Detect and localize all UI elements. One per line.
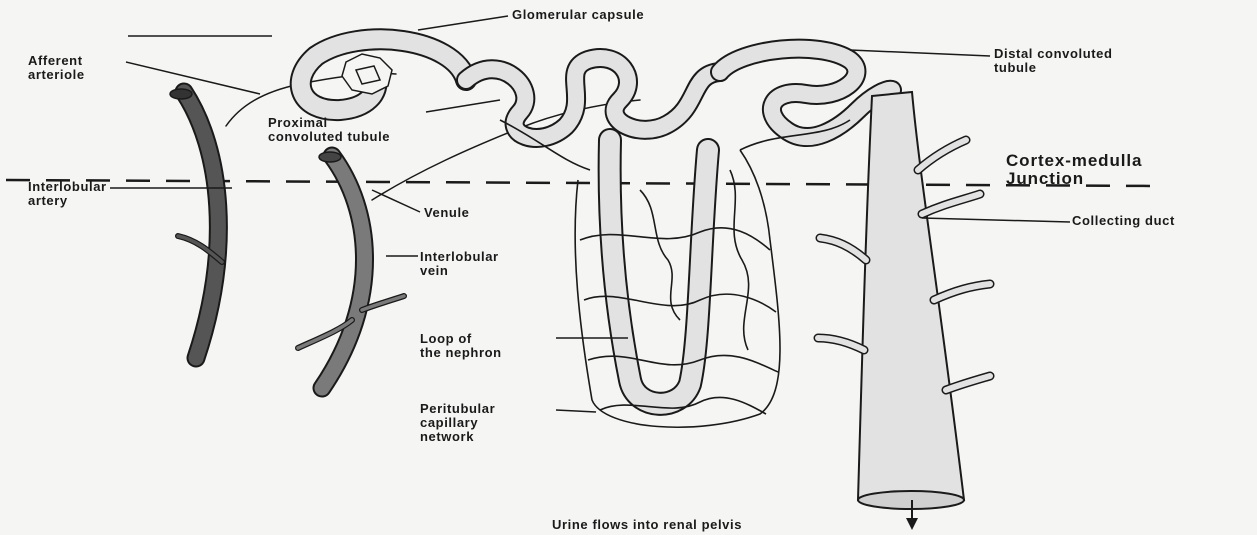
glomerular-capsule-shape [301,39,466,110]
loop-of-nephron-shape [610,140,708,404]
capillary-network-shape [500,120,850,427]
label-glomerular-capsule: Glomerular capsule [512,8,644,22]
interlobular-artery-vessel [170,89,222,358]
label-venule: Venule [424,206,470,220]
label-collecting-duct: Collecting duct [1072,214,1175,228]
interlobular-vein-vessel [298,152,404,388]
label-urine-flow: Urine flows into renal pelvis [552,518,742,532]
cortex-medulla-line [6,180,1160,186]
collecting-duct-shape [818,92,990,509]
